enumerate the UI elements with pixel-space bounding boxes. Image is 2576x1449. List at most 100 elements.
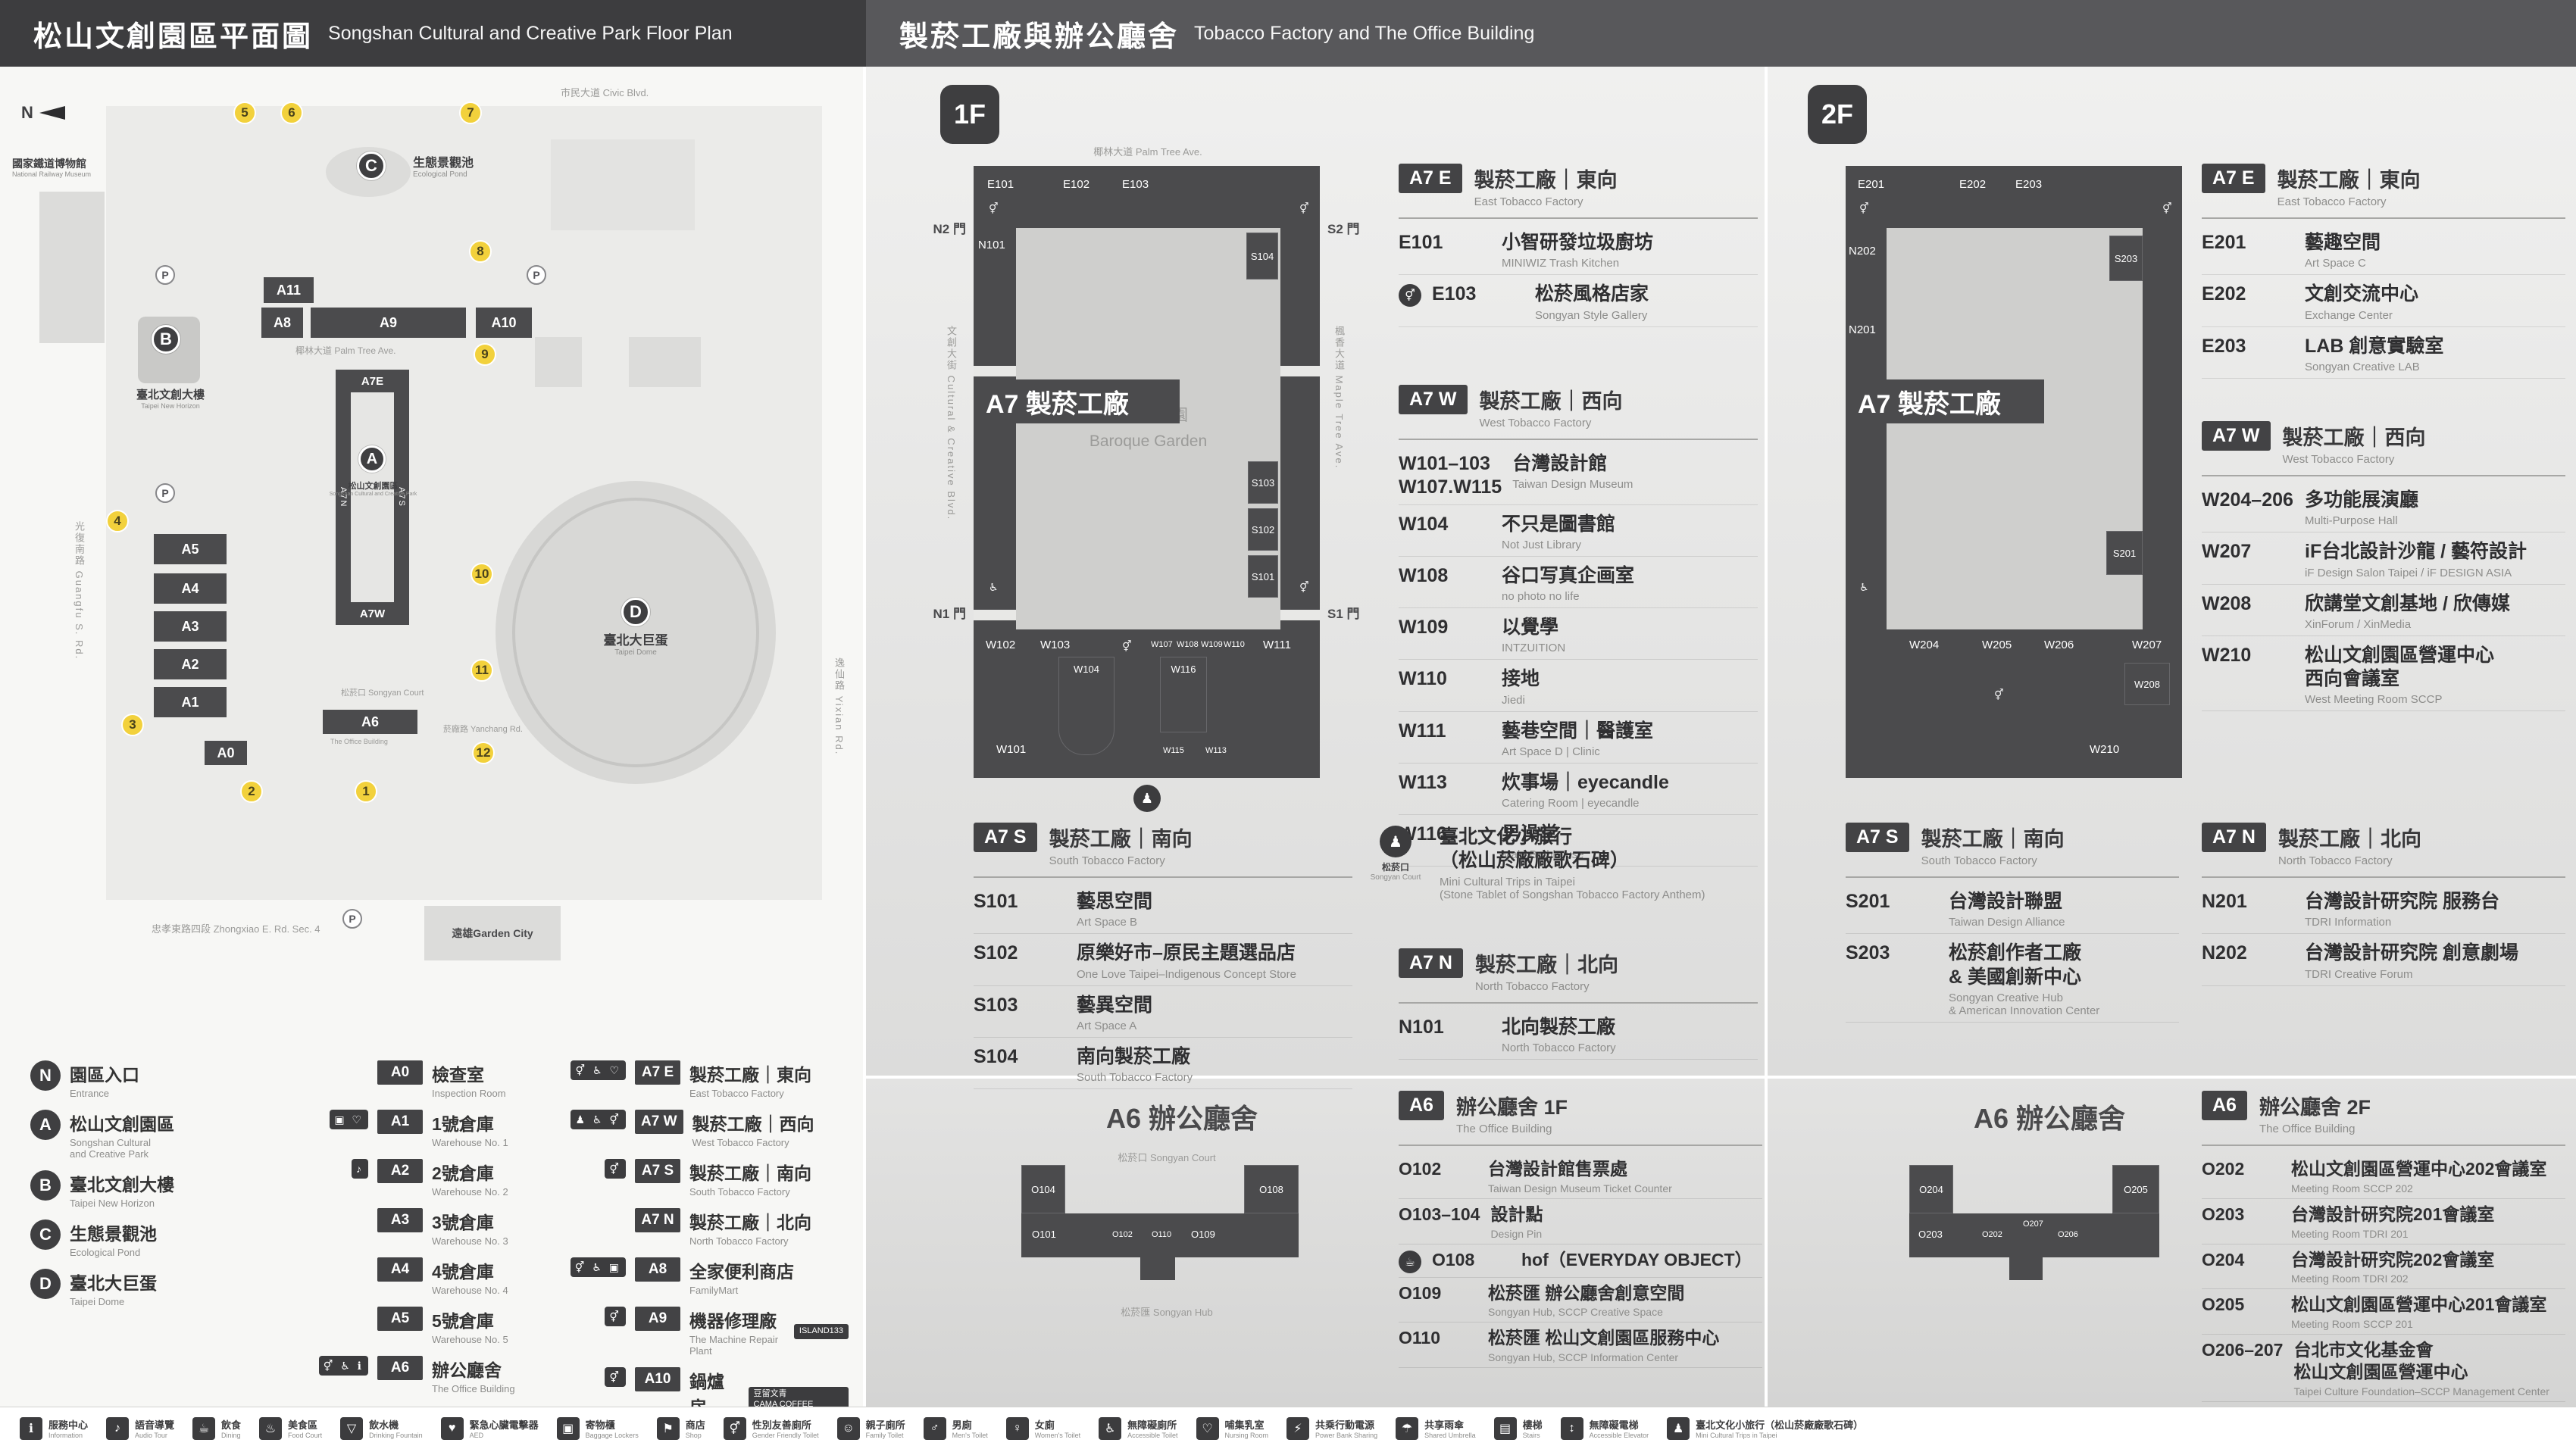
courtyard-2f: [1887, 228, 2143, 629]
cell-e202: E202: [1959, 178, 1987, 191]
cell-w104: W104: [1058, 657, 1114, 755]
restroom-pictogram-icon: [1994, 689, 2004, 701]
section-title-en: South Tobacco Factory: [1049, 854, 1165, 867]
header-right: 製菸工廠與辦公廳舍 Tobacco Factory and The Office…: [866, 0, 2576, 67]
entrance-1: 1: [355, 780, 377, 803]
footer-item: ⚡ 共乘行動電源 Power Bank Sharing: [1286, 1416, 1377, 1440]
cell-e103: E103: [1122, 178, 1149, 191]
parking-icon: P: [342, 909, 362, 929]
room-row: E202 文創交流中心 Exchange Center: [2202, 283, 2565, 327]
room-name-en: Art Space B: [1077, 916, 1138, 929]
section-title-en: South Tobacco Factory: [1921, 854, 2037, 867]
section-1f-east: A7 E 製菸工廠｜東向 East Tobacco Factory E101 小…: [1399, 164, 1758, 335]
footer-label-en: Audio Tour: [135, 1432, 167, 1439]
east-wing: [974, 166, 1320, 228]
footer-icon: ☂: [1396, 1416, 1419, 1440]
page-title-en: Songshan Cultural and Creative Park Floo…: [328, 22, 733, 44]
building-code-chip: A3: [377, 1208, 423, 1232]
floorplan-1f: 巴洛克花園 Baroque Garden A7 製菸工廠 E101 E102 E…: [974, 166, 1320, 778]
section-header: A6 辦公廳舍 2F The Office Building: [2202, 1091, 2565, 1146]
tenant-badge: 豆留文青 CAMA COFFEE ROASTERS: [748, 1387, 849, 1407]
building-code-chip: A4: [377, 1257, 423, 1282]
cell-e102: E102: [1063, 178, 1090, 191]
room-code: O103–104: [1399, 1204, 1480, 1224]
room-row: W109 以覺學 INTZUITION: [1399, 616, 1758, 660]
railway-museum-block: [39, 192, 105, 343]
room-code: W110: [1399, 668, 1447, 690]
room-name-zh: LAB 創意實驗室: [2305, 335, 2444, 357]
room-list: O102 台灣設計館售票處 Taiwan Design Museum Ticke…: [1399, 1158, 1762, 1368]
legend-buildings-b: ⚥ ♿ ♡ A7 E 製菸工廠｜東向 East Tobacco Factory …: [553, 1060, 849, 1407]
footer-icon: ♀: [1005, 1416, 1029, 1440]
marker-b: B: [152, 325, 180, 354]
footer-label-zh: 臺北文化小旅行（松山菸廠廠歌石碑）: [1696, 1419, 1864, 1431]
room-name-en: iF Design Salon Taipei / iF DESIGN ASIA: [2305, 566, 2512, 579]
legend-marker-symbol: A: [30, 1110, 61, 1140]
cell-w110: W110: [1224, 640, 1245, 649]
room-name-zh: 台灣設計館售票處: [1488, 1159, 1627, 1179]
section-chip: A7 S: [1846, 823, 1909, 852]
footer-label-zh: 飲水機: [369, 1419, 399, 1431]
room-name-zh: iF台北設計沙龍 / 藝符設計: [2305, 541, 2528, 563]
block-a11: A11: [264, 277, 314, 303]
footer-label-zh: 緊急心臟電擊器: [469, 1419, 539, 1431]
cell-s102: S102: [1248, 508, 1278, 551]
legend-marker-zh: 臺北大巨蛋: [70, 1273, 157, 1293]
door-s2: S2 門: [1327, 222, 1360, 236]
court-entry-en: Mini Cultural Trips in Taipei (Stone Tab…: [1440, 875, 1705, 901]
room-name-zh: 北向製菸工廠: [1502, 1016, 1616, 1038]
room-row: W110 接地 Jiedi: [1399, 667, 1758, 712]
cell-o207: O207: [2023, 1219, 2043, 1229]
door-gap: [1280, 366, 1320, 376]
section-header: A7 E 製菸工廠｜東向 East Tobacco Factory: [1399, 164, 1758, 219]
footer-label-en: Shared Umbrella: [1424, 1432, 1476, 1439]
door-gap: [974, 366, 1016, 376]
room-name-zh: 小智研發垃圾廚坊: [1502, 232, 1654, 253]
legend-buildings-a: A0 檢查室 Inspection Room ▣ ♡ A1 1號倉庫 Wa: [295, 1060, 546, 1405]
legend-marker-symbol: B: [30, 1170, 61, 1201]
cell-s104: S104: [1246, 233, 1278, 279]
footer-item: ▽ 飲水機 Drinking Fountain: [340, 1416, 423, 1440]
section-title-zh: 製菸工廠｜南向: [1049, 828, 1193, 851]
section-title-en: East Tobacco Factory: [2277, 195, 2387, 208]
room-row: S203 松菸創作者工廠 & 美國創新中心 Songyan Creative H…: [1846, 942, 2179, 1023]
building-name-en: Inspection Room: [432, 1088, 506, 1099]
room-list: E201 藝趣空間 Art Space C E202 文創交流中心 Exchan…: [2202, 231, 2565, 379]
section-1f-south: A7 S 製菸工廠｜南向 South Tobacco Factory S101 …: [974, 823, 1352, 1097]
room-name-en: Design Pin: [1490, 1227, 1543, 1240]
room-row: W208 欣講堂文創基地 / 欣傳媒 XinForum / XinMedia: [2202, 592, 2565, 636]
room-code: N201: [2202, 891, 2247, 912]
cell-s201: S201: [2106, 531, 2143, 575]
footer-item: ▤ 樓梯 Stairs: [1493, 1416, 1543, 1440]
entrance-9: 9: [474, 343, 496, 366]
cell-w101: W101: [996, 743, 1027, 756]
street-yixian: 逸仙路 Yixian Rd.: [833, 657, 845, 756]
room-name-zh: 文創交流中心: [2305, 283, 2419, 305]
room-row: S103 藝異空間 Art Space A: [974, 994, 1352, 1038]
building-name-en: The Machine Repair Plant: [689, 1334, 779, 1357]
room-row: N202 台灣設計研究院 創意劇場 TDRI Creative Forum: [2202, 942, 2565, 986]
building-name-en: Warehouse No. 3: [432, 1235, 508, 1247]
building-code-chip: A2: [377, 1159, 423, 1183]
room-code: S102: [974, 942, 1018, 964]
room-name-zh: 藝巷空間｜醫護室: [1502, 720, 1654, 742]
room-code: O206–207: [2202, 1340, 2284, 1360]
songyan-court-map-label: 松菸口 Songyan Court: [341, 689, 424, 698]
legend-marker-en: Taipei New Horizon: [70, 1198, 155, 1209]
room-name-en: Taiwan Design Museum Ticket Counter: [1488, 1182, 1672, 1194]
tenant-badge: ISLAND133: [793, 1324, 849, 1339]
section-title-zh: 製菸工廠｜西向: [2282, 426, 2426, 449]
room-name-en: TDRI Information: [2305, 916, 2392, 929]
section-title-en: North Tobacco Factory: [2277, 854, 2393, 867]
room-name-en: Exchange Center: [2305, 308, 2393, 322]
cell-o204: O204: [1909, 1165, 1953, 1213]
cell-w207: W207: [2132, 639, 2162, 651]
section-title-zh: 辦公廳舍 2F: [2259, 1096, 2371, 1119]
room-list: N101 北向製菸工廠 North Tobacco Factory: [1399, 1016, 1758, 1060]
section-header: A7 N 製菸工廠｜北向 North Tobacco Factory: [1399, 948, 1758, 1004]
section-chip: A6: [2202, 1091, 2247, 1120]
footer-icon: ⚡: [1286, 1416, 1310, 1440]
cell-e203: E203: [2015, 178, 2043, 191]
building-name-en: North Tobacco Factory: [689, 1235, 789, 1247]
building-name-en: Warehouse No. 5: [432, 1334, 508, 1345]
